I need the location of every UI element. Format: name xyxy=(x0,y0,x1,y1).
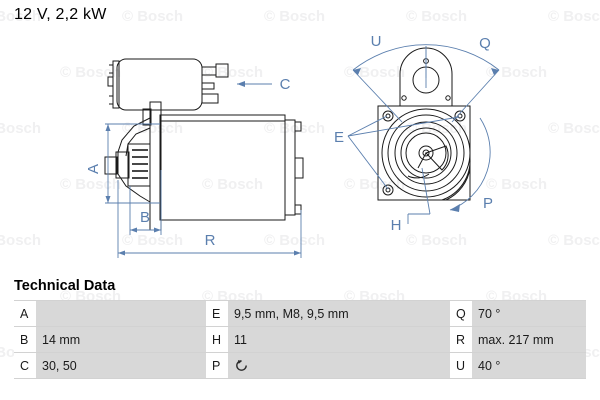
callout-label-h: H xyxy=(391,217,402,234)
bolt-hole-top-right xyxy=(454,110,466,122)
solenoid-terminals xyxy=(201,63,229,104)
angle-dimension-lines xyxy=(347,44,500,224)
angle-label-q: Q xyxy=(479,35,491,52)
row-key-u: U xyxy=(450,352,472,379)
solenoid-cap xyxy=(112,60,120,109)
row-value-b: 14 mm xyxy=(36,326,206,353)
watermark-text: © Bosch xyxy=(0,232,42,249)
technical-data-table: A E 9,5 mm, M8, 9,5 mm Q 70 ° B 14 mm H … xyxy=(14,300,586,379)
callout-label-c: C xyxy=(280,76,291,93)
row-value-a xyxy=(36,300,206,327)
dimension-lines xyxy=(105,81,302,258)
callout-e-leaders xyxy=(347,115,460,190)
page-title: 12 V, 2,2 kW xyxy=(14,6,107,23)
bolt-hole-bottom-left xyxy=(382,184,394,196)
row-key-r: R xyxy=(450,326,472,353)
mounting-flange-plate xyxy=(377,105,471,201)
row-value-u: 40 ° xyxy=(472,352,586,379)
row-value-h: 11 xyxy=(228,326,450,353)
bolt-hole-top-left xyxy=(382,110,394,122)
mounting-flange xyxy=(149,101,162,231)
angle-label-u: U xyxy=(371,33,382,50)
pinion-gear xyxy=(127,143,151,187)
callout-label-e: E xyxy=(334,129,344,146)
row-key-a: A xyxy=(14,300,36,327)
rotation-counterclockwise-icon xyxy=(234,358,249,373)
dimension-label-b: B xyxy=(140,209,150,226)
drive-pinion-circles xyxy=(381,108,471,198)
watermark-text: © Bosch xyxy=(122,8,184,25)
row-value-e: 9,5 mm, M8, 9,5 mm xyxy=(228,300,450,327)
row-key-b: B xyxy=(14,326,36,353)
starter-motor-side-view: A B R C xyxy=(85,58,304,258)
rotation-label-p: P xyxy=(483,195,493,212)
rotation-arrow-p xyxy=(449,117,491,211)
flange-square xyxy=(377,105,471,201)
row-key-q: Q xyxy=(450,300,472,327)
row-value-c: 30, 50 xyxy=(36,352,206,379)
row-value-p xyxy=(228,352,450,379)
row-key-h: H xyxy=(206,326,228,353)
technical-data-heading: Technical Data xyxy=(14,278,116,294)
motor-housing xyxy=(159,114,286,221)
drive-end-housing xyxy=(117,117,151,203)
watermark-text: © Bosch xyxy=(264,8,326,25)
angle-arc xyxy=(352,44,500,71)
table-row: B 14 mm H 11 R max. 217 mm xyxy=(14,326,586,353)
technical-data-section: Technical Data A E 9,5 mm, M8, 9,5 mm Q … xyxy=(0,276,600,400)
end-cap xyxy=(284,119,296,216)
dimension-label-a: A xyxy=(85,164,102,174)
dimension-label-r: R xyxy=(205,232,216,249)
table-row: A E 9,5 mm, M8, 9,5 mm Q 70 ° xyxy=(14,300,586,327)
starter-motor-front-view: U Q E H P xyxy=(334,33,500,234)
row-key-p: P xyxy=(206,352,228,379)
watermark-text: © Bosch xyxy=(0,120,42,137)
row-value-r: max. 217 mm xyxy=(472,326,586,353)
row-key-c: C xyxy=(14,352,36,379)
row-value-q: 70 ° xyxy=(472,300,586,327)
solenoid-boss xyxy=(399,47,453,107)
row-key-e: E xyxy=(206,300,228,327)
table-row: C 30, 50 P U 40 ° xyxy=(14,352,586,379)
